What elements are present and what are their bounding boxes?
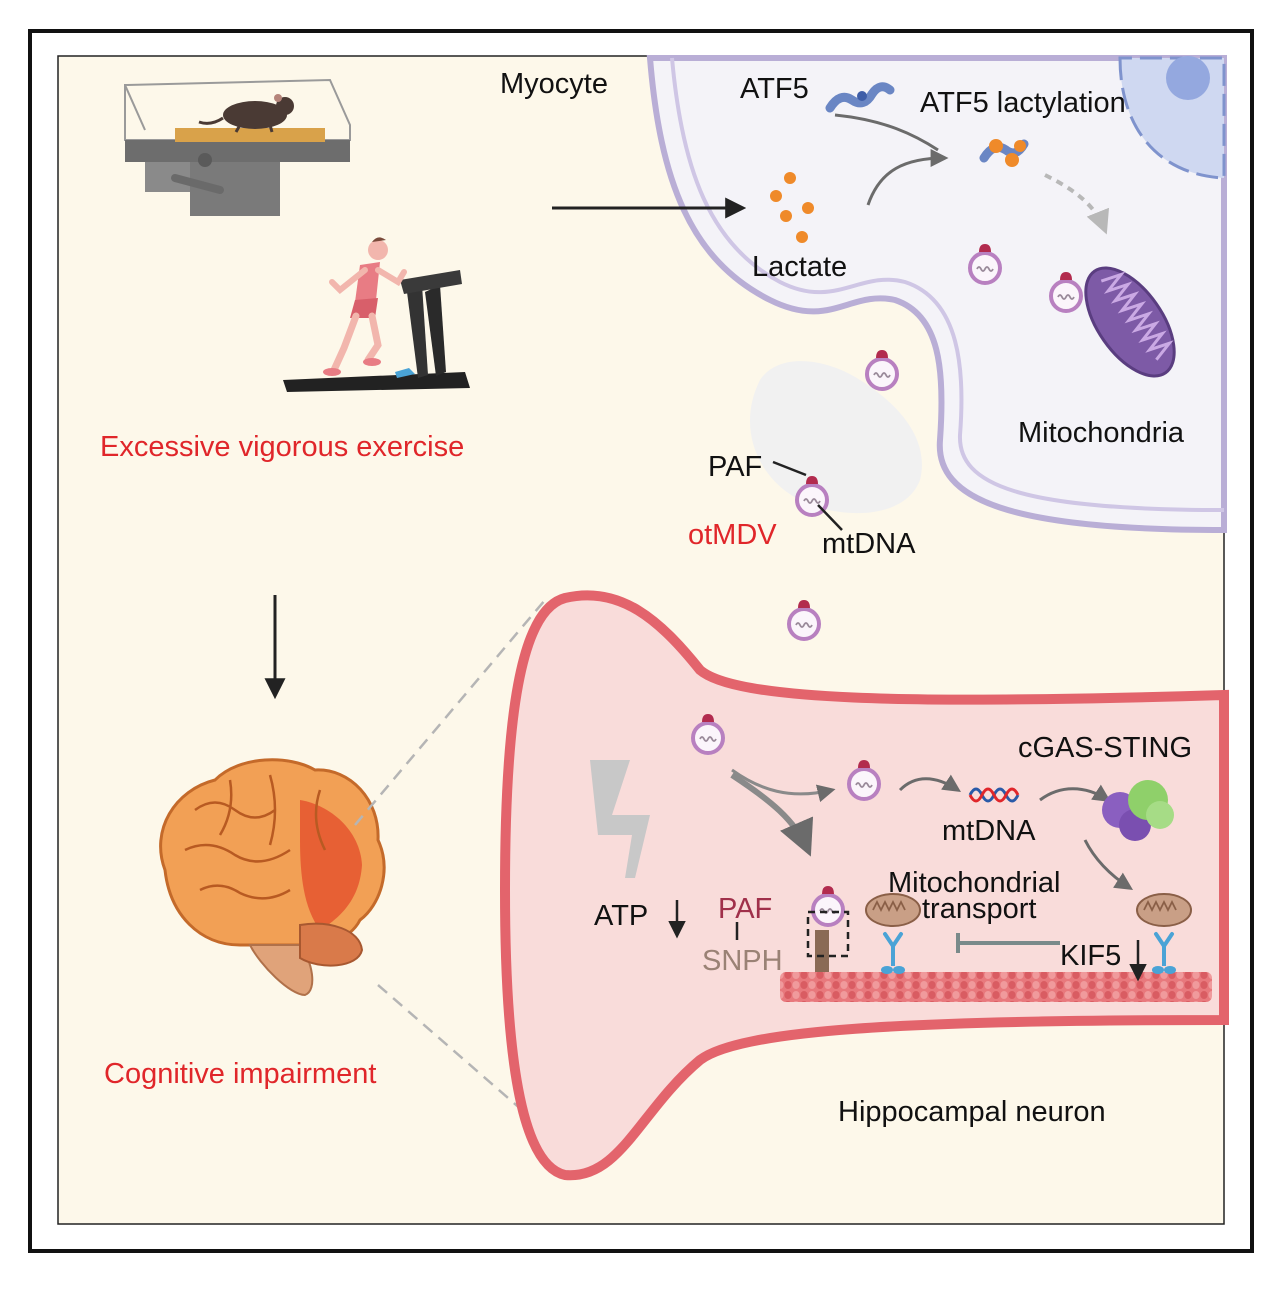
otmdv-label: otMDV [688, 519, 777, 551]
atf5-arrow [834, 113, 939, 152]
human-runner-illustration [283, 237, 470, 392]
exercise-label: Excessive vigorous exercise [100, 431, 464, 463]
cognitive-impairment-label: Cognitive impairment [104, 1058, 376, 1090]
mitochondrial-transport-label-line2: transport [922, 893, 1036, 925]
snph-anchor [815, 930, 829, 972]
kif5-arrow [1083, 839, 1134, 890]
microtubule [780, 972, 1212, 1002]
dashed-arrow [1044, 173, 1110, 235]
mdv-anchor-arrow [730, 772, 814, 857]
cgas-sting-complex-icon [1102, 780, 1174, 841]
energy-deficit-icon [590, 760, 650, 878]
myocyte-membrane-inner [670, 57, 1225, 512]
paf-label: PAF [708, 451, 762, 483]
mtdna-label-neuron: mtDNA [942, 815, 1036, 847]
atp-label: ATP [594, 900, 648, 932]
atf5-lactylation-label: ATF5 lactylation [920, 87, 1126, 119]
lactate-molecules-icon [770, 172, 814, 243]
mdv-flow-arrow [731, 768, 836, 803]
atf5-lactylation-icon [979, 139, 1029, 167]
mtdna-pointer [817, 504, 843, 531]
mitochondria-label: Mitochondria [1018, 417, 1185, 449]
brain-illustration [159, 758, 386, 997]
mitochondrion-icon [1084, 266, 1176, 378]
paf-label-neuron: PAF [718, 893, 772, 925]
mtdna-label-myocyte: mtDNA [822, 528, 916, 560]
atf5-protein-icon [825, 82, 895, 113]
sting-activation-arrow [1039, 784, 1112, 802]
hippocampal-neuron-label: Hippocampal neuron [838, 1096, 1106, 1128]
nucleolus [1166, 56, 1210, 100]
transported-mitochondrion-2 [1136, 893, 1192, 927]
hippocampal-neuron [499, 590, 1229, 1181]
mtdna-helix-icon [968, 787, 1020, 803]
mitochondrial-transport-label-line1: Mitochondrial [888, 867, 1060, 899]
myocyte-label: Myocyte [500, 68, 608, 100]
mouse-treadmill-illustration [124, 78, 351, 216]
kif5-label: KIF5 [1060, 940, 1121, 972]
lactate-label: Lactate [752, 251, 847, 283]
release-cloud [749, 361, 922, 514]
snph-label: SNPH [702, 945, 783, 977]
zoom-line-top [354, 599, 546, 826]
cgas-sting-label: cGAS-STING [1018, 732, 1192, 764]
paf-pointer [772, 460, 807, 477]
lactylation-arrow [866, 149, 949, 206]
mtdna-release-arrow [898, 774, 962, 792]
anchor-highlight-box [806, 910, 850, 958]
atf5-label: ATF5 [740, 73, 809, 105]
